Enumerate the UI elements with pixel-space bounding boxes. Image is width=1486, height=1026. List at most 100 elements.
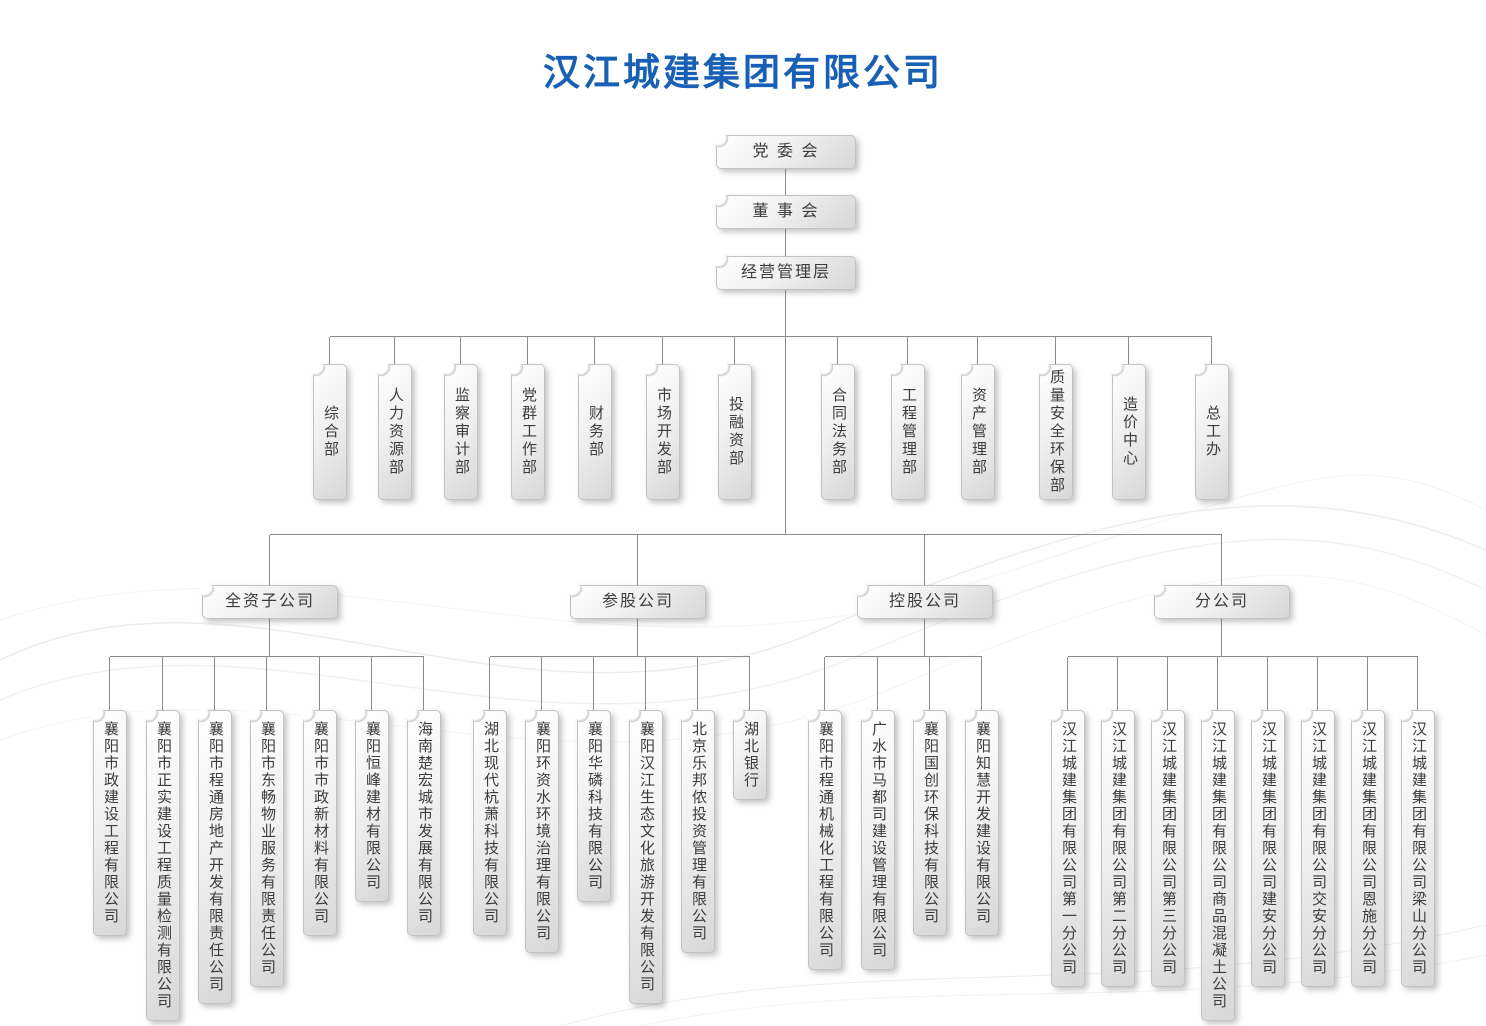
connector-line [594, 337, 595, 364]
company-box: 襄阳市程通机械化工程有限公司 [806, 708, 842, 970]
connector-line [824, 657, 825, 710]
connector-line [460, 337, 461, 364]
company-box: 广水市马都司建设管理有限公司 [859, 708, 895, 970]
department-box: 投融资部 [716, 362, 752, 500]
company-box: 襄阳国创环保科技有限公司 [911, 708, 947, 936]
connector-line [270, 534, 1222, 535]
department-box: 质量安全环保部 [1037, 362, 1073, 500]
company-box: 汉江城建集团有限公司梁山分公司 [1399, 708, 1435, 987]
department-box: 资产管理部 [959, 362, 995, 500]
connector-line [637, 535, 638, 585]
connector-line [527, 337, 528, 364]
company-box: 襄阳汉江生态文化旅游开发有限公司 [627, 708, 663, 1004]
company-box: 襄阳环资水环境治理有限公司 [523, 708, 559, 953]
connector-line [214, 657, 215, 710]
connector-line [1317, 657, 1318, 710]
connector-line [371, 657, 372, 710]
connector-line [269, 619, 270, 657]
connector-line [1367, 657, 1368, 710]
department-box: 工程管理部 [889, 362, 925, 500]
connector-line [734, 337, 735, 364]
department-box: 监察审计部 [442, 362, 478, 500]
company-box: 北京乐邦侬投资管理有限公司 [679, 708, 715, 953]
connector-line [924, 619, 925, 657]
connector-line [319, 657, 320, 710]
connector-line [489, 657, 490, 710]
connector-line [1068, 656, 1418, 657]
connector-line [637, 619, 638, 657]
company-box: 汉江城建集团有限公司第二分公司 [1099, 708, 1135, 987]
connector-line [269, 535, 270, 585]
connector-line [662, 337, 663, 364]
page-title: 汉江城建集团有限公司 [543, 52, 943, 93]
connector-line [394, 337, 395, 364]
connector-line [593, 657, 594, 710]
connector-line [645, 657, 646, 710]
connector-line [330, 336, 1212, 337]
connector-line [785, 169, 786, 195]
company-box: 襄阳市市政新材料有限公司 [301, 708, 337, 936]
connector-line [1417, 657, 1418, 710]
connector-line [162, 657, 163, 710]
company-box: 襄阳市正实建设工程质量检测有限公司 [144, 708, 180, 1021]
department-box: 市场开发部 [644, 362, 680, 500]
department-box: 总工办 [1193, 362, 1229, 500]
connector-line [981, 657, 982, 710]
connector-line [837, 337, 838, 364]
company-box: 襄阳华磷科技有限公司 [575, 708, 611, 902]
connector-line [825, 656, 982, 657]
category-box: 参股公司 [568, 583, 706, 619]
connector-line [1055, 337, 1056, 364]
company-box: 海南楚宏城市发展有限公司 [405, 708, 441, 936]
company-box: 襄阳市政建设工程有限公司 [91, 708, 127, 936]
category-box: 全资子公司 [200, 583, 338, 619]
company-box: 汉江城建集团有限公司交安分公司 [1299, 708, 1335, 987]
connector-line [749, 657, 750, 710]
connector-line [1221, 535, 1222, 585]
department-box: 造价中心 [1110, 362, 1146, 500]
management-layer-box: 经营管理层 [714, 254, 856, 290]
connector-line [977, 337, 978, 364]
connector-line [110, 656, 424, 657]
connector-line [924, 535, 925, 585]
company-box: 襄阳市东畅物业服务有限责任公司 [248, 708, 284, 987]
department-box: 财务部 [576, 362, 612, 500]
company-box: 襄阳市程通房地产开发有限责任公司 [196, 708, 232, 1004]
company-box: 襄阳恒峰建材有限公司 [353, 708, 389, 902]
connector-line [1128, 337, 1129, 364]
connector-line [907, 337, 908, 364]
company-box: 汉江城建集团有限公司建安分公司 [1249, 708, 1285, 987]
company-box: 襄阳知慧开发建设有限公司 [963, 708, 999, 936]
connector-line [1067, 657, 1068, 710]
connector-line [1167, 657, 1168, 710]
category-box: 分公司 [1152, 583, 1290, 619]
connector-line [1117, 657, 1118, 710]
category-box: 控股公司 [855, 583, 993, 619]
department-box: 党群工作部 [509, 362, 545, 500]
company-box: 湖北现代杭萧科技有限公司 [471, 708, 507, 936]
connector-line [1211, 337, 1212, 364]
connector-line [785, 229, 786, 256]
connector-line [109, 657, 110, 710]
connector-line [329, 337, 330, 364]
connector-line [785, 290, 786, 535]
connector-line [490, 656, 750, 657]
party-committee-box: 党 委 会 [714, 133, 856, 169]
connector-line [697, 657, 698, 710]
company-box: 汉江城建集团有限公司商品混凝土公司 [1199, 708, 1235, 1021]
department-box: 综合部 [311, 362, 347, 500]
company-box: 湖北银行 [731, 708, 767, 800]
department-box: 人力资源部 [376, 362, 412, 500]
connector-line [1221, 619, 1222, 657]
connector-line [1217, 657, 1218, 710]
connector-line [266, 657, 267, 710]
board-of-directors-box: 董 事 会 [714, 193, 856, 229]
connector-line [877, 657, 878, 710]
company-box: 汉江城建集团有限公司恩施分公司 [1349, 708, 1385, 987]
connector-line [929, 657, 930, 710]
connector-line [423, 657, 424, 710]
connector-line [541, 657, 542, 710]
company-box: 汉江城建集团有限公司第三分公司 [1149, 708, 1185, 987]
company-box: 汉江城建集团有限公司第一分公司 [1049, 708, 1085, 987]
